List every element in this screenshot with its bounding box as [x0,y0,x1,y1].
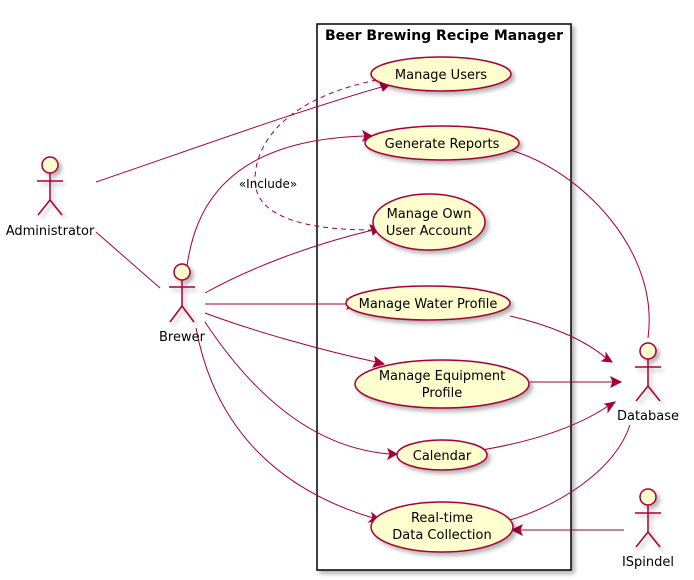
svg-text:User Account: User Account [386,224,472,239]
use-case-calendar: Calendar [396,439,488,471]
system-title: Beer Brewing Recipe Manager [325,28,563,44]
edge-admin-brewer [95,231,161,289]
svg-text:Real-time: Real-time [411,511,473,526]
actor-label: ISpindel [622,555,674,570]
actor-administrator: Administrator [6,156,95,239]
svg-text:Manage Water Profile: Manage Water Profile [359,297,498,312]
use-case-generate-reports: Generate Reports [364,125,520,161]
svg-text:Generate Reports: Generate Reports [385,137,500,152]
svg-text:Data Collection: Data Collection [392,528,491,543]
edge-admin-manage-users [95,85,386,183]
use-case-manage-equipment-profile: Manage Equipment Profile [354,359,530,409]
edge-brewer-calendar [204,321,391,455]
edge-water-database [509,315,607,359]
svg-text:Profile: Profile [422,386,462,401]
stick-figure-icon [635,342,661,402]
include-label: «Include» [239,177,297,191]
stick-figure-icon [169,263,195,323]
svg-text:Manage Users: Manage Users [395,68,487,83]
actor-label: Database [617,409,679,424]
actor-label: Administrator [6,224,95,239]
use-case-manage-users: Manage Users [370,56,512,92]
edge-brewer-realtime [195,327,374,519]
actor-database: Database [617,342,679,424]
edge-include [254,77,388,231]
relations: «Include» [95,71,650,537]
edge-brewer-equipment [204,312,377,363]
actor-label: Brewer [159,330,206,345]
stick-figure-icon [37,156,63,216]
edge-realtime-database [509,424,631,521]
edge-reports-database [509,149,650,339]
edge-brewer-generate-reports [186,135,366,267]
svg-text:Manage Equipment: Manage Equipment [379,369,505,384]
svg-text:Calendar: Calendar [413,449,472,464]
use-case-manage-water-profile: Manage Water Profile [345,285,511,321]
edge-brewer-own-account [204,229,374,294]
use-case-manage-own-account: Manage Own User Account [372,193,486,251]
stick-figure-icon [635,488,661,548]
actor-ispindel: ISpindel [622,488,674,570]
use-case-realtime-data: Real-time Data Collection [370,501,514,553]
svg-text:Manage Own: Manage Own [387,207,472,222]
edge-calendar-database [481,405,609,451]
actor-brewer: Brewer [159,263,206,345]
